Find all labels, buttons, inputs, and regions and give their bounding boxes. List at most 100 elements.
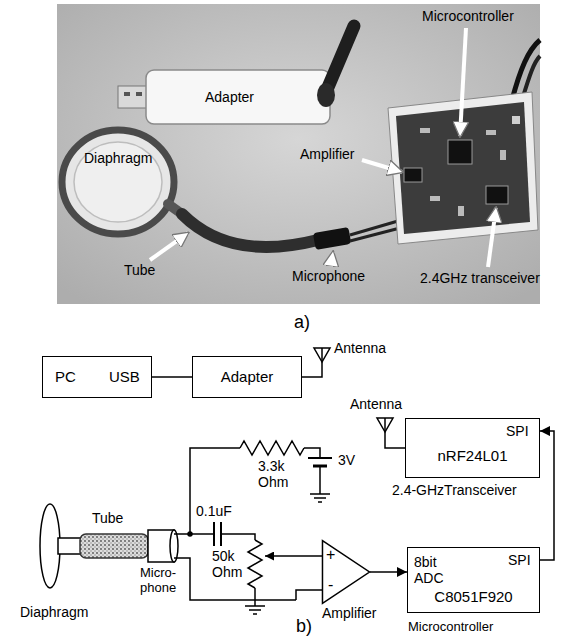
component-value: 3V <box>338 452 355 468</box>
part-label: 2.4GHz transceiver <box>420 270 540 286</box>
transceiver-chip <box>486 186 508 204</box>
part-label: Adapter <box>205 89 254 105</box>
rubber-tube <box>182 214 318 247</box>
part-label: Micro- phone <box>140 566 184 596</box>
signal-connector <box>370 571 407 573</box>
box-text: 8bit ADC <box>414 554 450 586</box>
smd-part <box>486 130 496 135</box>
part-label: Antenna <box>334 340 386 356</box>
signal-connector <box>152 376 192 378</box>
wire <box>385 418 405 448</box>
part-label: Amplifier <box>322 605 376 621</box>
box-text: USB <box>109 368 140 385</box>
box-text: Adapter <box>221 368 274 385</box>
part-label: Microcontroller <box>422 8 514 24</box>
wire <box>174 448 240 534</box>
wire <box>296 590 322 600</box>
usb-plug <box>118 86 150 108</box>
antenna-symbol <box>377 418 405 448</box>
usb-hole <box>124 92 130 96</box>
device-box: Adapter <box>192 356 302 398</box>
microphone-wire <box>350 221 398 235</box>
pointer-arrow <box>362 160 402 172</box>
amplifier-triangle: +- <box>322 540 370 604</box>
pointer-arrow <box>460 28 466 136</box>
schematic <box>40 348 405 614</box>
box-text: C8051F920 <box>434 588 512 605</box>
part-label: 2.4-GHzTransceiver <box>392 482 517 498</box>
photo-ground <box>57 4 540 304</box>
pointer-arrow <box>488 208 496 267</box>
wire <box>302 348 322 377</box>
pointer-arrow <box>150 233 188 260</box>
tube-symbol <box>80 534 148 558</box>
part-label: Tube <box>92 510 123 526</box>
ground-symbol <box>310 494 330 502</box>
adapter-body <box>146 70 330 124</box>
box-text: SPI <box>508 552 531 568</box>
connector-pad <box>512 116 520 124</box>
component-value: 50k Ohm <box>212 548 244 580</box>
antenna-symbol <box>302 348 330 377</box>
antenna-head <box>314 348 330 362</box>
box-text: SPI <box>506 423 529 439</box>
wire <box>221 534 255 540</box>
box-text: - <box>328 576 333 594</box>
part-label: Microcontroller <box>408 620 493 635</box>
usb-hole <box>136 92 142 96</box>
device-photo <box>57 4 540 304</box>
part-label: Diaphragm <box>84 150 152 166</box>
antenna-head <box>377 418 393 432</box>
signal-connector <box>540 431 554 560</box>
ground-symbol <box>245 600 265 614</box>
resistor-symbol <box>240 441 304 455</box>
wire <box>254 588 256 600</box>
part-label: Antenna <box>350 396 402 412</box>
potentiometer-symbol <box>248 540 262 588</box>
microphone-wire <box>350 228 400 241</box>
wire <box>319 466 321 494</box>
diaphragm-symbol <box>40 504 60 588</box>
component-value: 3.3k Ohm <box>258 458 292 490</box>
usb-adapter <box>118 26 354 124</box>
board-cable <box>512 40 540 100</box>
pointer-arrow <box>331 252 333 265</box>
diaphragm-ring <box>62 130 174 234</box>
microphone-body <box>313 227 351 250</box>
microphone-face <box>170 530 178 562</box>
part-label: Amplifier <box>300 146 354 162</box>
pointer-arrows <box>150 28 496 267</box>
amplifier-outline <box>322 541 369 604</box>
adapter-antenna <box>326 26 354 92</box>
amplifier-chip <box>404 168 422 182</box>
box-text: + <box>326 546 335 564</box>
part-label: Microphone <box>292 268 365 284</box>
pcb <box>396 102 530 234</box>
part-label: Diaphragm <box>20 604 88 620</box>
smd-part <box>420 128 430 133</box>
smd-part <box>458 206 464 216</box>
smd-part <box>430 196 440 201</box>
diaphragm-membrane <box>74 142 162 222</box>
wiper-wire <box>265 555 322 557</box>
box-text: nRF24L01 <box>437 447 507 464</box>
device-box: PC USB <box>42 356 152 398</box>
wire <box>304 448 320 458</box>
smd-part <box>500 150 506 160</box>
stethoscope-head <box>62 130 182 234</box>
chip-box: SPI nRF24L01 <box>405 418 540 478</box>
component-value: 0.1uF <box>196 503 232 519</box>
panel-tag: a) <box>294 312 310 333</box>
part-label: Tube <box>124 262 155 278</box>
antenna-base <box>317 83 335 107</box>
wire <box>190 533 214 535</box>
panel-tag: b) <box>296 616 312 637</box>
battery-plate <box>308 457 332 459</box>
capacitor-plate <box>213 522 215 546</box>
microcontroller-chip <box>448 140 472 164</box>
diaphragm-neck <box>58 538 82 554</box>
box-text: PC <box>55 368 76 385</box>
chip-box: 8bit ADC SPI C8051F920 <box>407 547 540 613</box>
